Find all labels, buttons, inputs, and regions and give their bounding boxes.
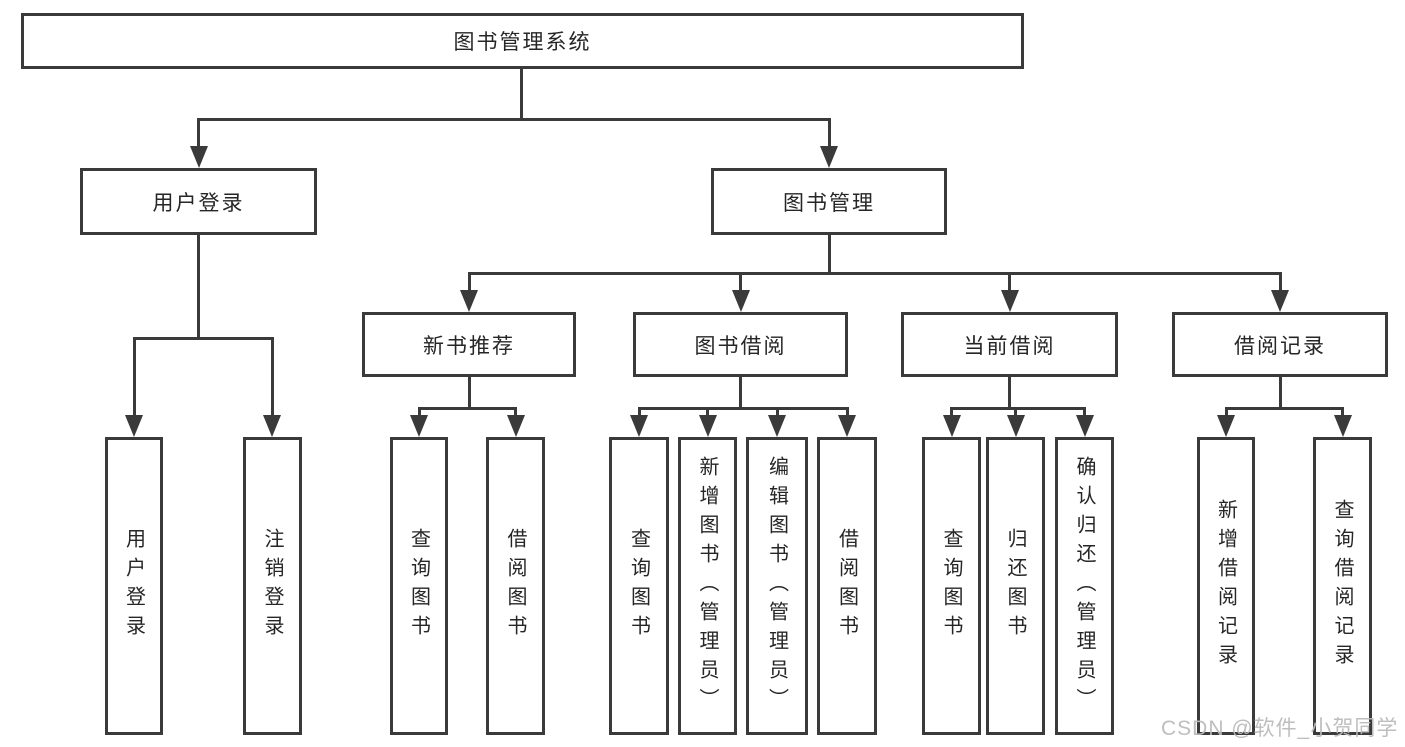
arrow-down-icon [630, 415, 648, 437]
leaf-query-books-newbook: 查询图书 [390, 437, 448, 735]
arrow-down-icon [768, 415, 786, 437]
leaf-user-login: 用户登录 [105, 437, 163, 735]
connector-line [950, 407, 953, 417]
leaf-query-books-current: 查询图书 [922, 437, 981, 735]
connector-line [638, 407, 849, 410]
connector-line [950, 407, 1085, 410]
leaf-logout: 注销登录 [243, 437, 302, 735]
connector-line [418, 407, 517, 410]
arrow-down-icon [263, 415, 281, 437]
connector-line [418, 407, 421, 417]
leaf-edit-book-admin: 编辑图书（管理员） [746, 437, 808, 735]
connector-line [197, 235, 200, 337]
arrow-down-icon [1076, 415, 1094, 437]
connector-line [846, 407, 849, 417]
connector-line [1279, 272, 1282, 290]
arrow-down-icon [1001, 290, 1019, 312]
arrow-down-icon [699, 415, 717, 437]
connector-line [828, 118, 831, 146]
connector-line [1279, 377, 1282, 407]
connector-line [739, 377, 742, 407]
node-new-book-recommend: 新书推荐 [362, 312, 576, 377]
connector-line [1014, 407, 1017, 417]
leaf-add-book-admin: 新增图书（管理员） [678, 437, 737, 735]
csdn-watermark: CSDN @软件_小贺同学 [1161, 717, 1399, 740]
connector-line [706, 407, 709, 417]
arrow-down-icon [190, 146, 208, 168]
connector-line [828, 235, 831, 272]
arrow-down-icon [943, 415, 961, 437]
connector-line [197, 118, 831, 121]
leaf-borrow-books-borrow: 借阅图书 [817, 437, 877, 735]
connector-line [776, 407, 779, 417]
connector-line [520, 69, 523, 118]
node-user-login: 用户登录 [80, 168, 317, 235]
connector-line [197, 118, 200, 146]
leaf-return-book: 归还图书 [986, 437, 1045, 735]
arrow-down-icon [125, 415, 143, 437]
connector-line [468, 272, 1281, 275]
connector-line [1225, 407, 1228, 417]
arrow-down-icon [820, 146, 838, 168]
leaf-query-borrow-record: 查询借阅记录 [1313, 437, 1372, 735]
connector-line [468, 377, 471, 407]
leaf-query-books-borrow: 查询图书 [609, 437, 669, 735]
node-current-borrowing: 当前借阅 [901, 312, 1118, 377]
arrow-down-icon [460, 290, 478, 312]
node-book-management-system: 图书管理系统 [21, 13, 1024, 69]
connector-line [468, 272, 471, 290]
arrow-down-icon [1271, 290, 1289, 312]
arrow-down-icon [838, 415, 856, 437]
arrow-down-icon [507, 415, 525, 437]
connector-line [1341, 407, 1344, 417]
connector-line [638, 407, 641, 417]
arrow-down-icon [732, 290, 750, 312]
arrow-down-icon [1217, 415, 1235, 437]
arrow-down-icon [410, 415, 428, 437]
leaf-borrow-books-newbook: 借阅图书 [486, 437, 545, 735]
connector-line [133, 337, 136, 415]
node-borrowing-records: 借阅记录 [1172, 312, 1388, 377]
leaf-confirm-return-admin: 确认归还（管理员） [1055, 437, 1114, 735]
connector-line [271, 337, 274, 415]
connector-line [1008, 377, 1011, 407]
node-book-borrowing: 图书借阅 [633, 312, 848, 377]
connector-line [1008, 272, 1011, 290]
connector-line [739, 272, 742, 290]
connector-line [133, 337, 274, 340]
leaf-add-borrow-record: 新增借阅记录 [1197, 437, 1255, 735]
arrow-down-icon [1334, 415, 1352, 437]
node-book-management: 图书管理 [711, 168, 947, 235]
connector-line [1083, 407, 1086, 417]
connector-line [514, 407, 517, 417]
connector-line [1225, 407, 1343, 410]
arrow-down-icon [1007, 415, 1025, 437]
